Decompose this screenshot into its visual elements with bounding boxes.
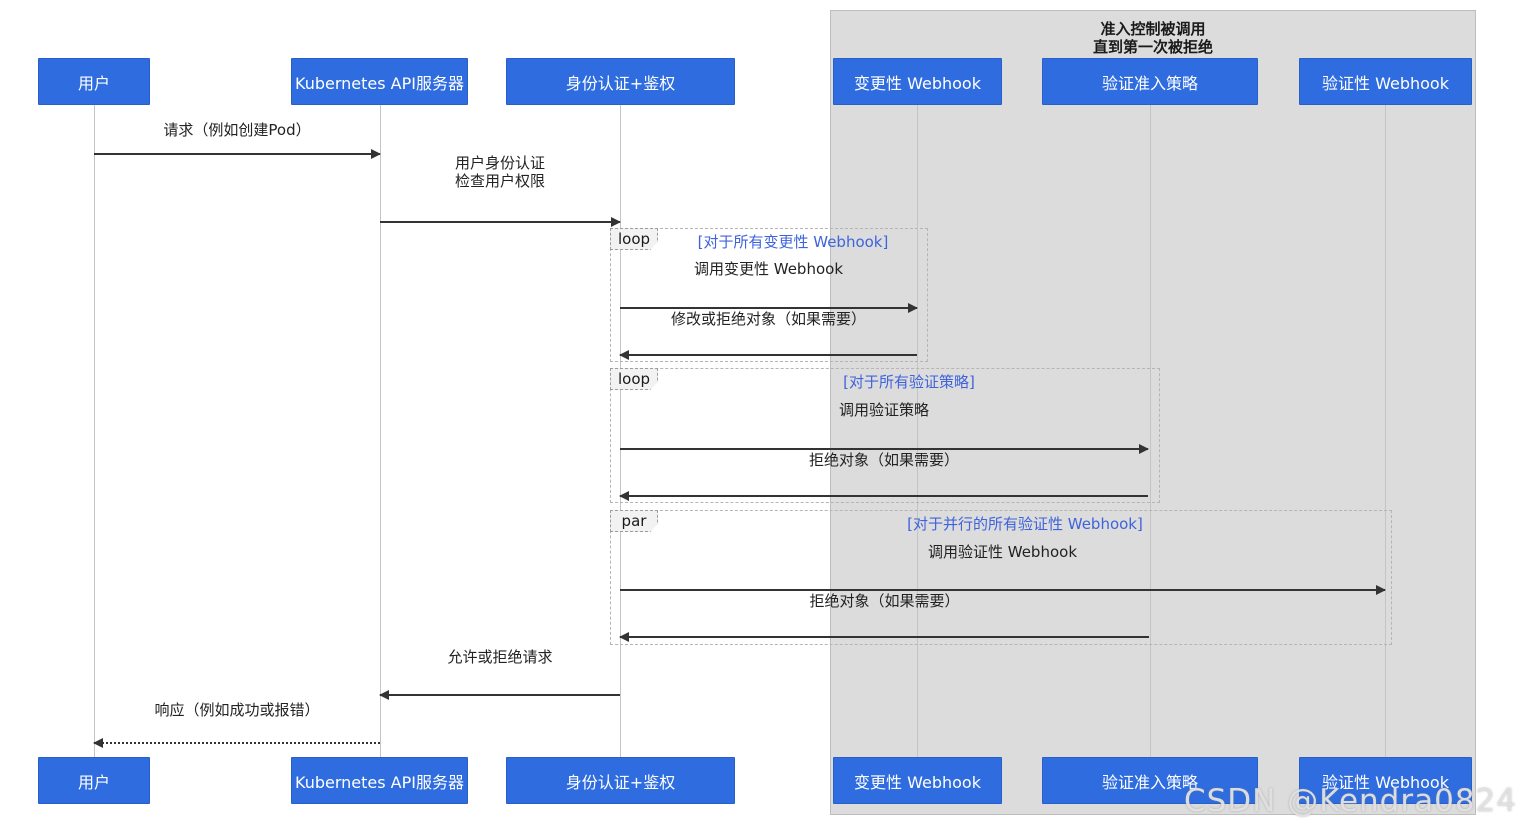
message-mutating-return: 修改或拒绝对象（如果需要） [670,310,866,328]
actor-mutating-webhook-bottom: 变更性 Webhook [833,757,1002,804]
loop-condition-policies: [对于所有验证策略] [843,373,975,391]
lifeline-apiserver [380,105,381,757]
message-allow-or-deny: 允许或拒绝请求 [447,648,553,666]
arrowhead-right-icon [908,303,918,313]
arrowhead-left-icon [93,738,103,748]
actor-auth-bottom: 身份认证+鉴权 [506,757,735,804]
arrowhead-left-icon [619,632,629,642]
admission-control-region [830,10,1476,815]
lifeline-auth [620,105,621,757]
message-response: 响应（例如成功或报错） [154,701,320,719]
lifeline-user [94,105,95,757]
lifeline-validating-webhook [1385,105,1386,757]
par-tag: par [610,510,658,532]
message-validating-return: 拒绝对象（如果需要） [809,592,960,610]
arrow-call-validating-policy [620,444,1149,454]
message-policy-return: 拒绝对象（如果需要） [808,451,959,469]
arrow-mutating-return [619,350,917,360]
actor-validating-policy-bottom: 验证准入策略 [1042,757,1258,804]
lifeline-mutating-webhook [917,105,918,757]
message-authn: 用户身份认证 检查用户权限 [380,154,620,190]
message-call-validating-webhook: 调用验证性 Webhook [927,543,1078,561]
loop-tag: loop [610,368,658,390]
arrowhead-right-icon [371,149,381,159]
loop-tag: loop [610,228,658,250]
csdn-watermark: CSDN @Kendra0824 [1183,783,1517,819]
arrowhead-left-icon [379,690,389,700]
loop-condition-mutating: [对于所有变更性 Webhook] [697,233,889,251]
arrow-policy-return [619,491,1148,501]
arrowhead-right-icon [611,217,621,227]
par-frame-validating-webhooks: par [对于并行的所有验证性 Webhook] [610,510,1392,645]
lifeline-validating-policy [1150,105,1151,757]
admission-region-note: 准入控制被调用 直到第一次被拒绝 [830,20,1476,56]
loop-frame-mutating-webhooks: loop [对于所有变更性 Webhook] [610,228,928,362]
actor-apiserver-top: Kubernetes API服务器 [291,58,468,105]
arrowhead-right-icon [1376,585,1386,595]
actor-user-top: 用户 [38,58,150,105]
arrow-request [94,149,381,159]
arrow-authn [380,217,621,227]
actor-validating-policy-top: 验证准入策略 [1042,58,1258,105]
arrowhead-right-icon [1139,444,1149,454]
arrow-call-mutating-webhook [620,303,918,313]
actor-auth-top: 身份认证+鉴权 [506,58,735,105]
arrow-response [93,738,380,748]
actor-validating-webhook-top: 验证性 Webhook [1299,58,1472,105]
message-call-validating-policy: 调用验证策略 [838,401,929,419]
loop-frame-validating-policies: loop [对于所有验证策略] [610,368,1160,503]
message-request: 请求（例如创建Pod） [163,121,311,139]
actor-validating-webhook-bottom: 验证性 Webhook [1299,757,1472,804]
arrow-allow-or-deny [379,690,620,700]
arrow-validating-return [619,632,1149,642]
admission-region-note-line1: 准入控制被调用 [1100,20,1206,38]
actor-mutating-webhook-top: 变更性 Webhook [833,58,1002,105]
message-authn-line2: 检查用户权限 [454,172,545,190]
actor-user-bottom: 用户 [38,757,150,804]
message-call-mutating-webhook: 调用变更性 Webhook [693,260,844,278]
arrow-call-validating-webhook [620,585,1386,595]
par-condition-validating: [对于并行的所有验证性 Webhook] [907,515,1143,533]
arrowhead-left-icon [619,491,629,501]
admission-region-note-line2: 直到第一次被拒绝 [1092,38,1213,56]
message-authn-line1: 用户身份认证 [454,154,545,172]
arrowhead-left-icon [619,350,629,360]
actor-apiserver-bottom: Kubernetes API服务器 [291,757,468,804]
